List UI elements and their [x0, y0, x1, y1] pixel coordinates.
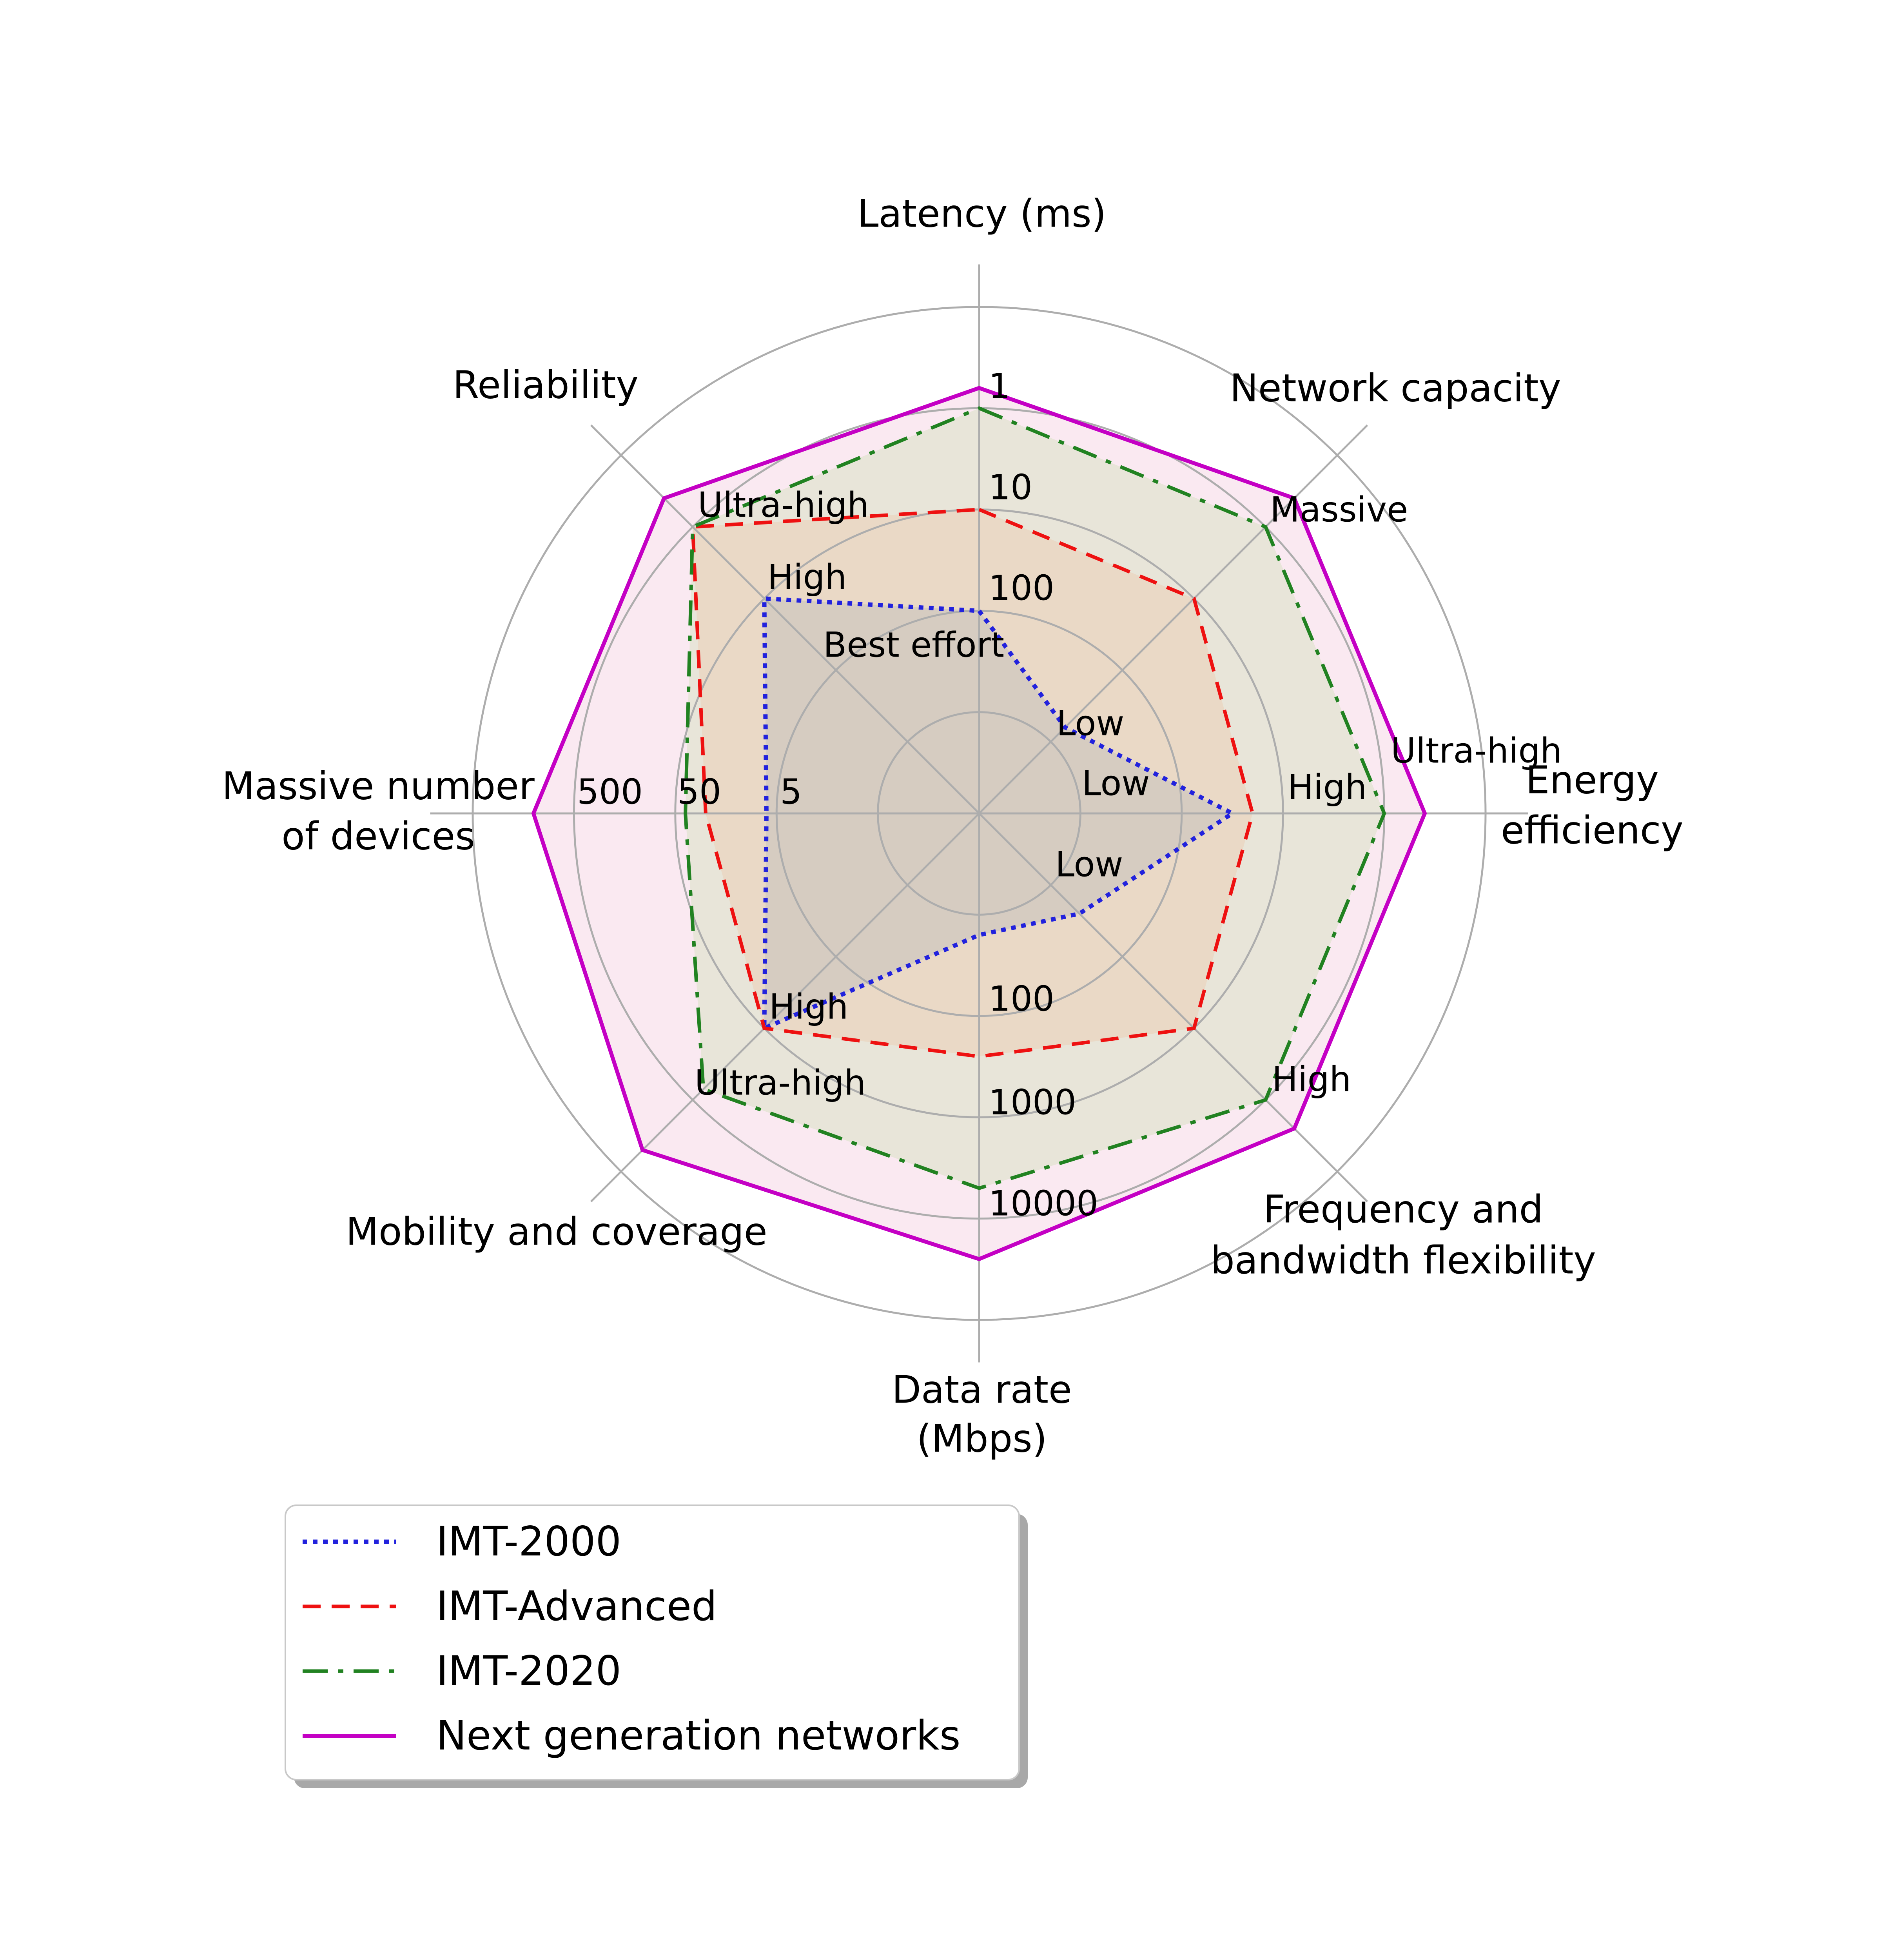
axis-title-mobility: Mobility and coverage: [346, 1210, 767, 1254]
tick-network-capacity-massive: Massive: [1270, 490, 1408, 530]
axis-title-frequency-line1: Frequency and: [1263, 1187, 1543, 1232]
legend-label-imt-2020: IMT-2020: [436, 1648, 621, 1695]
tick-latency-1: 1: [989, 366, 1010, 407]
tick-mobility-high: High: [769, 987, 848, 1027]
tick-devices-500: 500: [577, 772, 643, 812]
axis-title-latency: Latency (ms): [858, 192, 1107, 236]
tick-energy-ultra-high: Ultra-high: [1391, 731, 1562, 771]
tick-reliability-high: High: [767, 557, 847, 597]
axis-title-frequency-line2: bandwidth flexibility: [1210, 1238, 1596, 1283]
tick-data-rate-1000: 1000: [989, 1082, 1076, 1123]
axis-title-reliability: Reliability: [453, 363, 639, 407]
polar-grid: [430, 264, 1528, 1363]
axis-title-devices-line1: Massive number: [222, 764, 535, 808]
tick-frequency-low: Low: [1055, 844, 1123, 885]
tick-latency-100: 100: [989, 568, 1054, 608]
tick-data-rate-100: 100: [989, 979, 1054, 1019]
tick-energy-high: High: [1288, 767, 1367, 808]
tick-latency-10: 10: [989, 467, 1032, 508]
tick-devices-50: 50: [677, 772, 721, 812]
axis-title-network-capacity: Network capacity: [1230, 366, 1561, 410]
legend-box: [285, 1504, 1020, 1780]
tick-mobility-ultra-high: Ultra-high: [695, 1063, 866, 1103]
tick-reliability-best-effort: Best effort: [823, 625, 1004, 665]
legend-label-imt-advanced: IMT-Advanced: [436, 1583, 717, 1630]
tick-data-rate-10000: 10000: [989, 1183, 1098, 1224]
axis-title-devices-line2: of devices: [281, 814, 475, 858]
axis-titles: Latency (ms) Network capacity Energy eff…: [222, 192, 1683, 1461]
legend-label-imt-2000: IMT-2000: [436, 1518, 621, 1565]
tick-frequency-high: High: [1272, 1059, 1351, 1100]
axis-title-data-rate-line1: Data rate: [892, 1368, 1072, 1412]
tick-devices-5: 5: [780, 772, 802, 812]
tick-reliability-ultra-high: Ultra-high: [698, 485, 869, 525]
axis-title-data-rate-line2: (Mbps): [916, 1417, 1047, 1461]
legend: IMT-2000 IMT-Advanced IMT-2020 Next gene…: [285, 1504, 1028, 1788]
axis-title-energy-line1: Energy: [1526, 758, 1659, 802]
tick-labels: 1 10 100 Massive Low Ultra-high High Low…: [577, 366, 1562, 1224]
tick-network-capacity-low: Low: [1056, 703, 1124, 744]
legend-label-next-gen: Next generation networks: [436, 1712, 961, 1759]
axis-title-energy-line2: efficiency: [1501, 808, 1683, 853]
tick-energy-low: Low: [1082, 763, 1150, 804]
series-outlines: [531, 386, 1427, 1261]
